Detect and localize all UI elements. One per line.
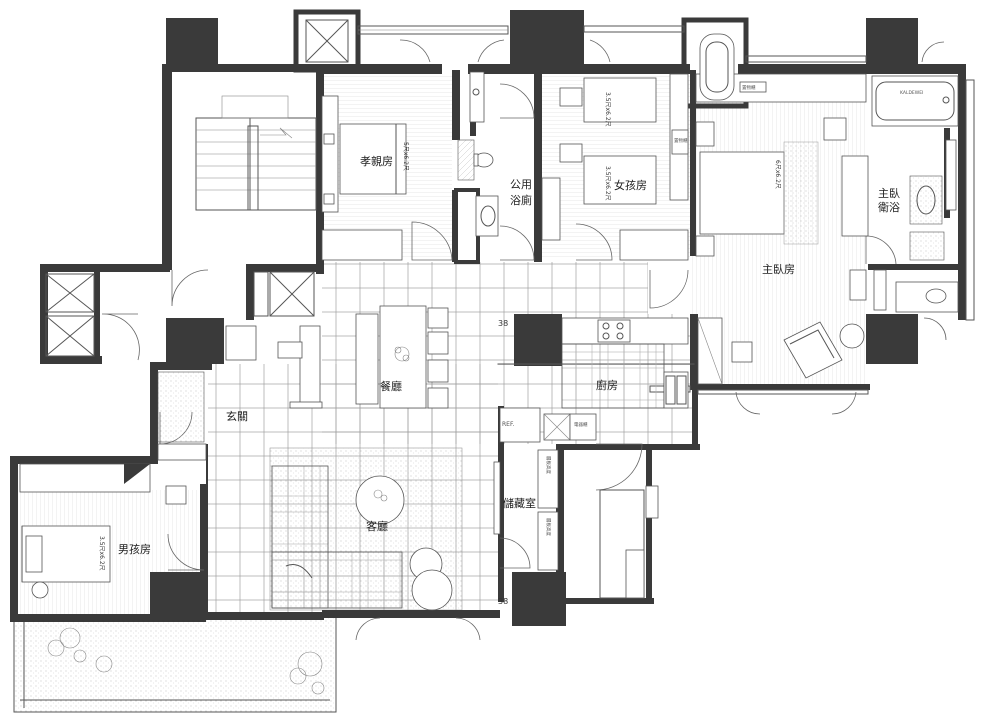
elder-room: 5尺x6.2尺 bbox=[321, 95, 409, 261]
dining-floor bbox=[322, 262, 648, 314]
master-bath-label-2: 衛浴 bbox=[878, 201, 900, 214]
kitchen-dim: 38 bbox=[498, 319, 508, 328]
dining-label: 餐廳 bbox=[380, 379, 402, 393]
master-bedroom-label: 主臥房 bbox=[762, 263, 795, 276]
windows bbox=[357, 25, 975, 395]
fridge-label: REF. bbox=[502, 421, 514, 428]
girl-room-label: 女孩房 bbox=[614, 178, 647, 192]
wardrobe-label: 置物櫃 bbox=[674, 137, 688, 144]
tub-label: KALDEWEI bbox=[900, 90, 923, 96]
storage-shelf-b: 層板高度 bbox=[545, 518, 552, 536]
girl-room: 置物櫃 3.5尺x6.2尺 3.5尺x6.2尺 bbox=[541, 73, 689, 261]
stair-icon bbox=[195, 95, 317, 211]
walls bbox=[10, 64, 966, 622]
balcony-plants bbox=[20, 622, 330, 708]
plant-icon bbox=[394, 346, 410, 362]
sink-icon bbox=[475, 195, 499, 237]
boy-bed-size: 3.5尺x6.2尺 bbox=[98, 536, 105, 571]
master-bed bbox=[699, 151, 785, 235]
boy-room: 3.5尺x6.2尺 bbox=[19, 463, 187, 599]
entrance-set bbox=[157, 325, 303, 461]
elder-bed-size: 5尺x6.2尺 bbox=[402, 142, 409, 171]
storage-dim: 38 bbox=[498, 597, 508, 606]
dining-set bbox=[289, 305, 449, 409]
round-table-icon bbox=[839, 323, 865, 349]
bathtub-icon bbox=[699, 33, 735, 101]
public-bath-label-2: 浴廁 bbox=[510, 193, 532, 207]
public-bath bbox=[457, 71, 499, 237]
wardrobe-tag: 置物櫃 bbox=[742, 84, 756, 91]
entrance-label: 玄關 bbox=[226, 409, 248, 423]
boy-room-label: 男孩房 bbox=[118, 543, 151, 556]
storage-set: 層板高度 層板高度 bbox=[537, 449, 659, 599]
balcony bbox=[13, 615, 337, 713]
kitchen-set: REF. 電器櫃 bbox=[497, 317, 723, 443]
girl-bed-size-lower: 3.5尺x6.2尺 bbox=[604, 166, 611, 201]
living-set bbox=[271, 461, 501, 611]
master-bath: KALDEWEI bbox=[871, 75, 959, 313]
columns bbox=[150, 10, 918, 626]
public-bath-label-1: 公用 bbox=[510, 178, 532, 191]
master-bedroom: 置物櫃 6尺x6.2尺 bbox=[695, 33, 869, 379]
appliance-cab-label: 電器櫃 bbox=[574, 421, 588, 428]
kitchen-label: 廚房 bbox=[596, 378, 618, 392]
storage-label: 儲藏室 bbox=[503, 496, 536, 510]
storage-shelf-a: 層板高度 bbox=[545, 456, 552, 474]
master-bed-size: 6尺x6.2尺 bbox=[774, 160, 781, 189]
toilet-icon bbox=[473, 152, 494, 168]
girl-bed-lower bbox=[583, 155, 657, 205]
girl-bed-size-upper: 3.5尺x6.2尺 bbox=[604, 92, 611, 127]
girl-bed-upper bbox=[583, 77, 657, 123]
living-label: 客廳 bbox=[366, 519, 388, 533]
door-swing-icon bbox=[101, 39, 947, 641]
master-bath-label-1: 主臥 bbox=[878, 187, 900, 200]
elder-bed bbox=[339, 123, 407, 195]
armchair-icon bbox=[783, 321, 843, 379]
duct-shafts bbox=[45, 9, 749, 357]
elder-room-label: 孝親房 bbox=[360, 155, 393, 168]
